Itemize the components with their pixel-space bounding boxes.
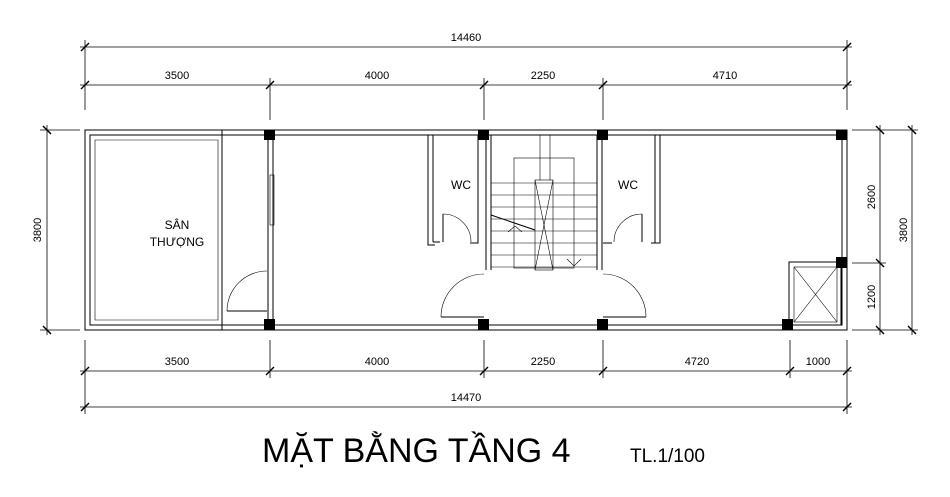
dim-bottom-4: 4720 [685, 356, 709, 368]
room-label-wc-right: WC [618, 178, 638, 192]
dim-top-1: 3500 [165, 70, 189, 82]
stairs [490, 135, 597, 271]
dim-top-4: 4710 [713, 70, 737, 82]
dimension-lines [40, 40, 918, 414]
dim-bottom-2: 4000 [365, 356, 389, 368]
dim-left-total: 3800 [32, 218, 44, 242]
dim-bottom-3: 2250 [531, 356, 555, 368]
dim-top-total: 14460 [451, 32, 482, 44]
dim-right-1: 2600 [866, 185, 878, 209]
dim-top-3: 2250 [531, 70, 555, 82]
drawing-title: MẶT BẰNG TẦNG 4 [262, 432, 571, 470]
columns [264, 130, 847, 330]
walls [84, 129, 848, 331]
dim-bottom-1: 3500 [165, 356, 189, 368]
dim-bottom-5: 1000 [806, 356, 830, 368]
room-label-wc-left: WC [451, 178, 471, 192]
drawing-scale: TL.1/100 [630, 446, 705, 467]
dim-bottom-total: 14470 [451, 392, 482, 404]
dim-top-2: 4000 [365, 70, 389, 82]
room-label-terrace-1: SÂN [165, 217, 190, 232]
doors [226, 213, 647, 318]
dim-right-2: 1200 [866, 285, 878, 309]
dim-right-total: 3800 [898, 218, 910, 242]
room-label-terrace-2: THƯỢNG [150, 235, 205, 249]
